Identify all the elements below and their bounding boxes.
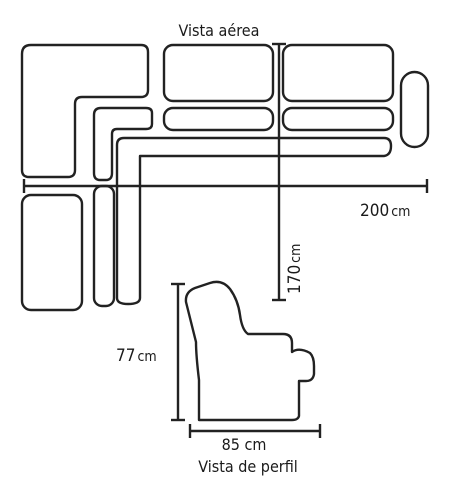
back-cushion-top-middle (162, 43, 275, 103)
back-cushion-left-bottom (20, 193, 84, 312)
seat-cushion-left-bottom (92, 184, 116, 308)
long-armrest (115, 136, 393, 306)
back-cushion-top-right (281, 43, 395, 103)
profile-view (184, 280, 316, 422)
corner-seat-cushion (20, 43, 150, 179)
depth-label: 170cm (285, 244, 305, 294)
seat-cushion-top-right (281, 106, 395, 132)
profile-depth-dimension: 85 cm (188, 424, 322, 454)
corner-inner-cushion (92, 106, 154, 182)
depth-dimension: 170cm (272, 42, 305, 302)
top-view-title: Vista aérea (179, 21, 260, 40)
right-armrest (399, 70, 430, 149)
profile-view-title: Vista de perfil (198, 457, 298, 476)
profile-depth-label: 85 cm (222, 435, 267, 454)
seat-cushion-top-middle (162, 106, 275, 132)
recliner-profile (184, 280, 316, 422)
top-view (20, 43, 430, 312)
